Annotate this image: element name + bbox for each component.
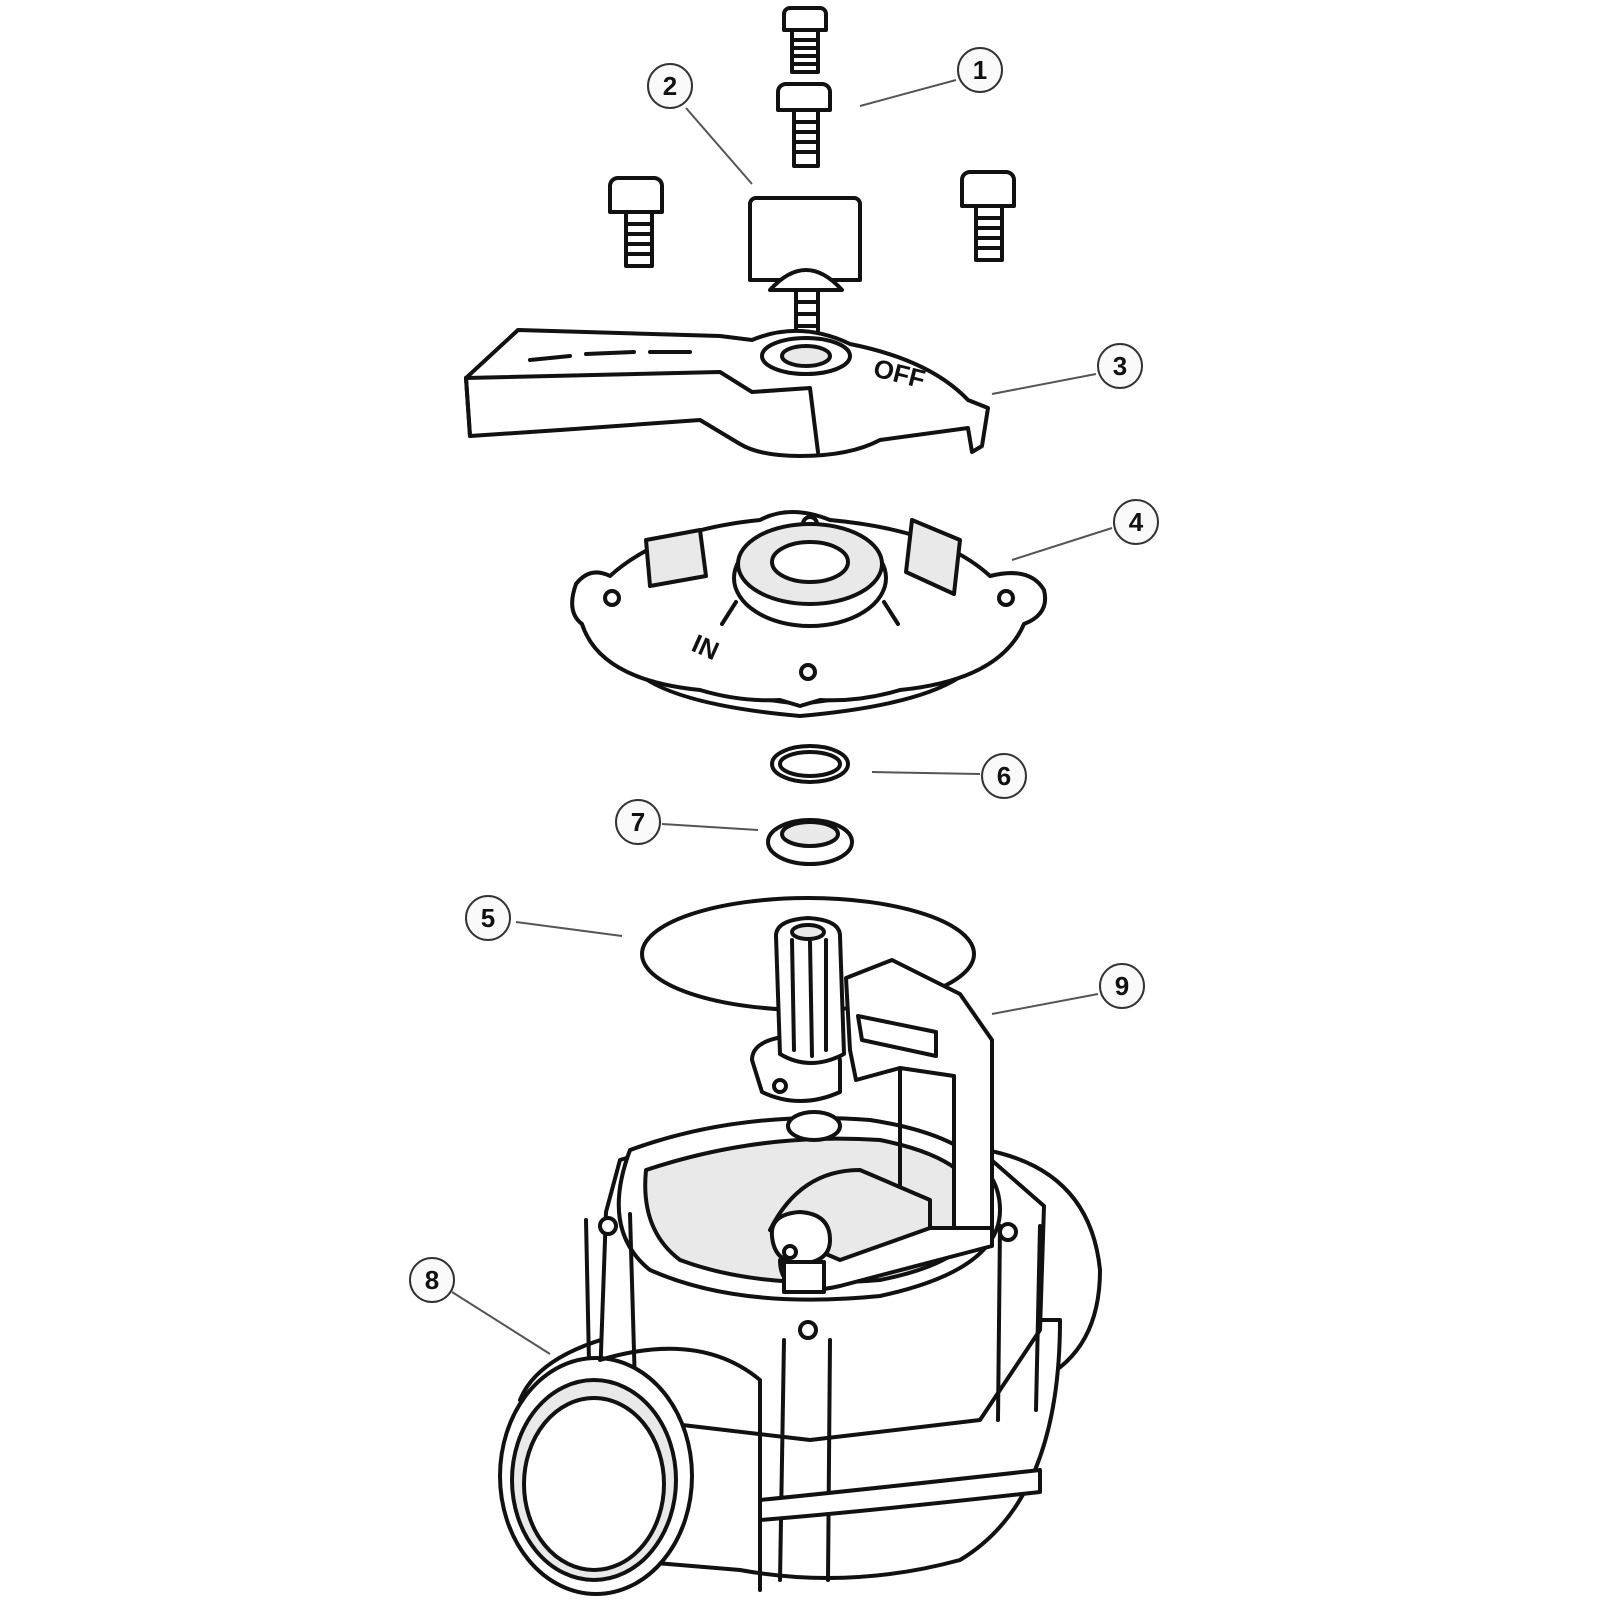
callout-2-label: 2 (663, 71, 677, 101)
callout-4: 4 (1113, 499, 1159, 545)
callout-3: 3 (1097, 343, 1143, 389)
callout-8: 8 (409, 1257, 455, 1303)
o-ring-7 (766, 818, 854, 866)
callout-8-label: 8 (425, 1265, 439, 1295)
callout-7-label: 7 (631, 807, 645, 837)
leader-2 (685, 107, 753, 185)
callout-2: 2 (647, 63, 693, 109)
cap-screw-knob (748, 196, 862, 354)
callout-5-label: 5 (481, 903, 495, 933)
o-ring-6 (770, 744, 850, 784)
callout-9: 9 (1099, 963, 1145, 1009)
leader-8 (451, 1291, 551, 1355)
diverter-stem (750, 916, 994, 1294)
screw-top (782, 6, 828, 74)
leader-6 (871, 771, 981, 775)
leader-5 (515, 921, 623, 937)
callout-9-label: 9 (1115, 971, 1129, 1001)
callout-7: 7 (615, 799, 661, 845)
screw-left (608, 176, 664, 268)
callout-1: 1 (957, 47, 1003, 93)
callout-3-label: 3 (1113, 351, 1127, 381)
leader-9 (991, 993, 1099, 1015)
leader-lines (451, 79, 1113, 1355)
callout-5: 5 (465, 895, 511, 941)
leader-4 (1011, 527, 1113, 561)
valve-body (498, 1110, 1102, 1596)
valve-handle: OFF (464, 328, 990, 458)
leader-1 (859, 79, 957, 107)
callout-4-label: 4 (1129, 507, 1144, 537)
callout-6-label: 6 (997, 761, 1011, 791)
screw-right (960, 170, 1016, 262)
screw-upper (776, 82, 832, 168)
valve-lid: IN (570, 510, 1047, 718)
leader-7 (661, 823, 759, 831)
leader-3 (991, 373, 1097, 395)
callout-6: 6 (981, 753, 1027, 799)
callout-1-label: 1 (973, 55, 987, 85)
